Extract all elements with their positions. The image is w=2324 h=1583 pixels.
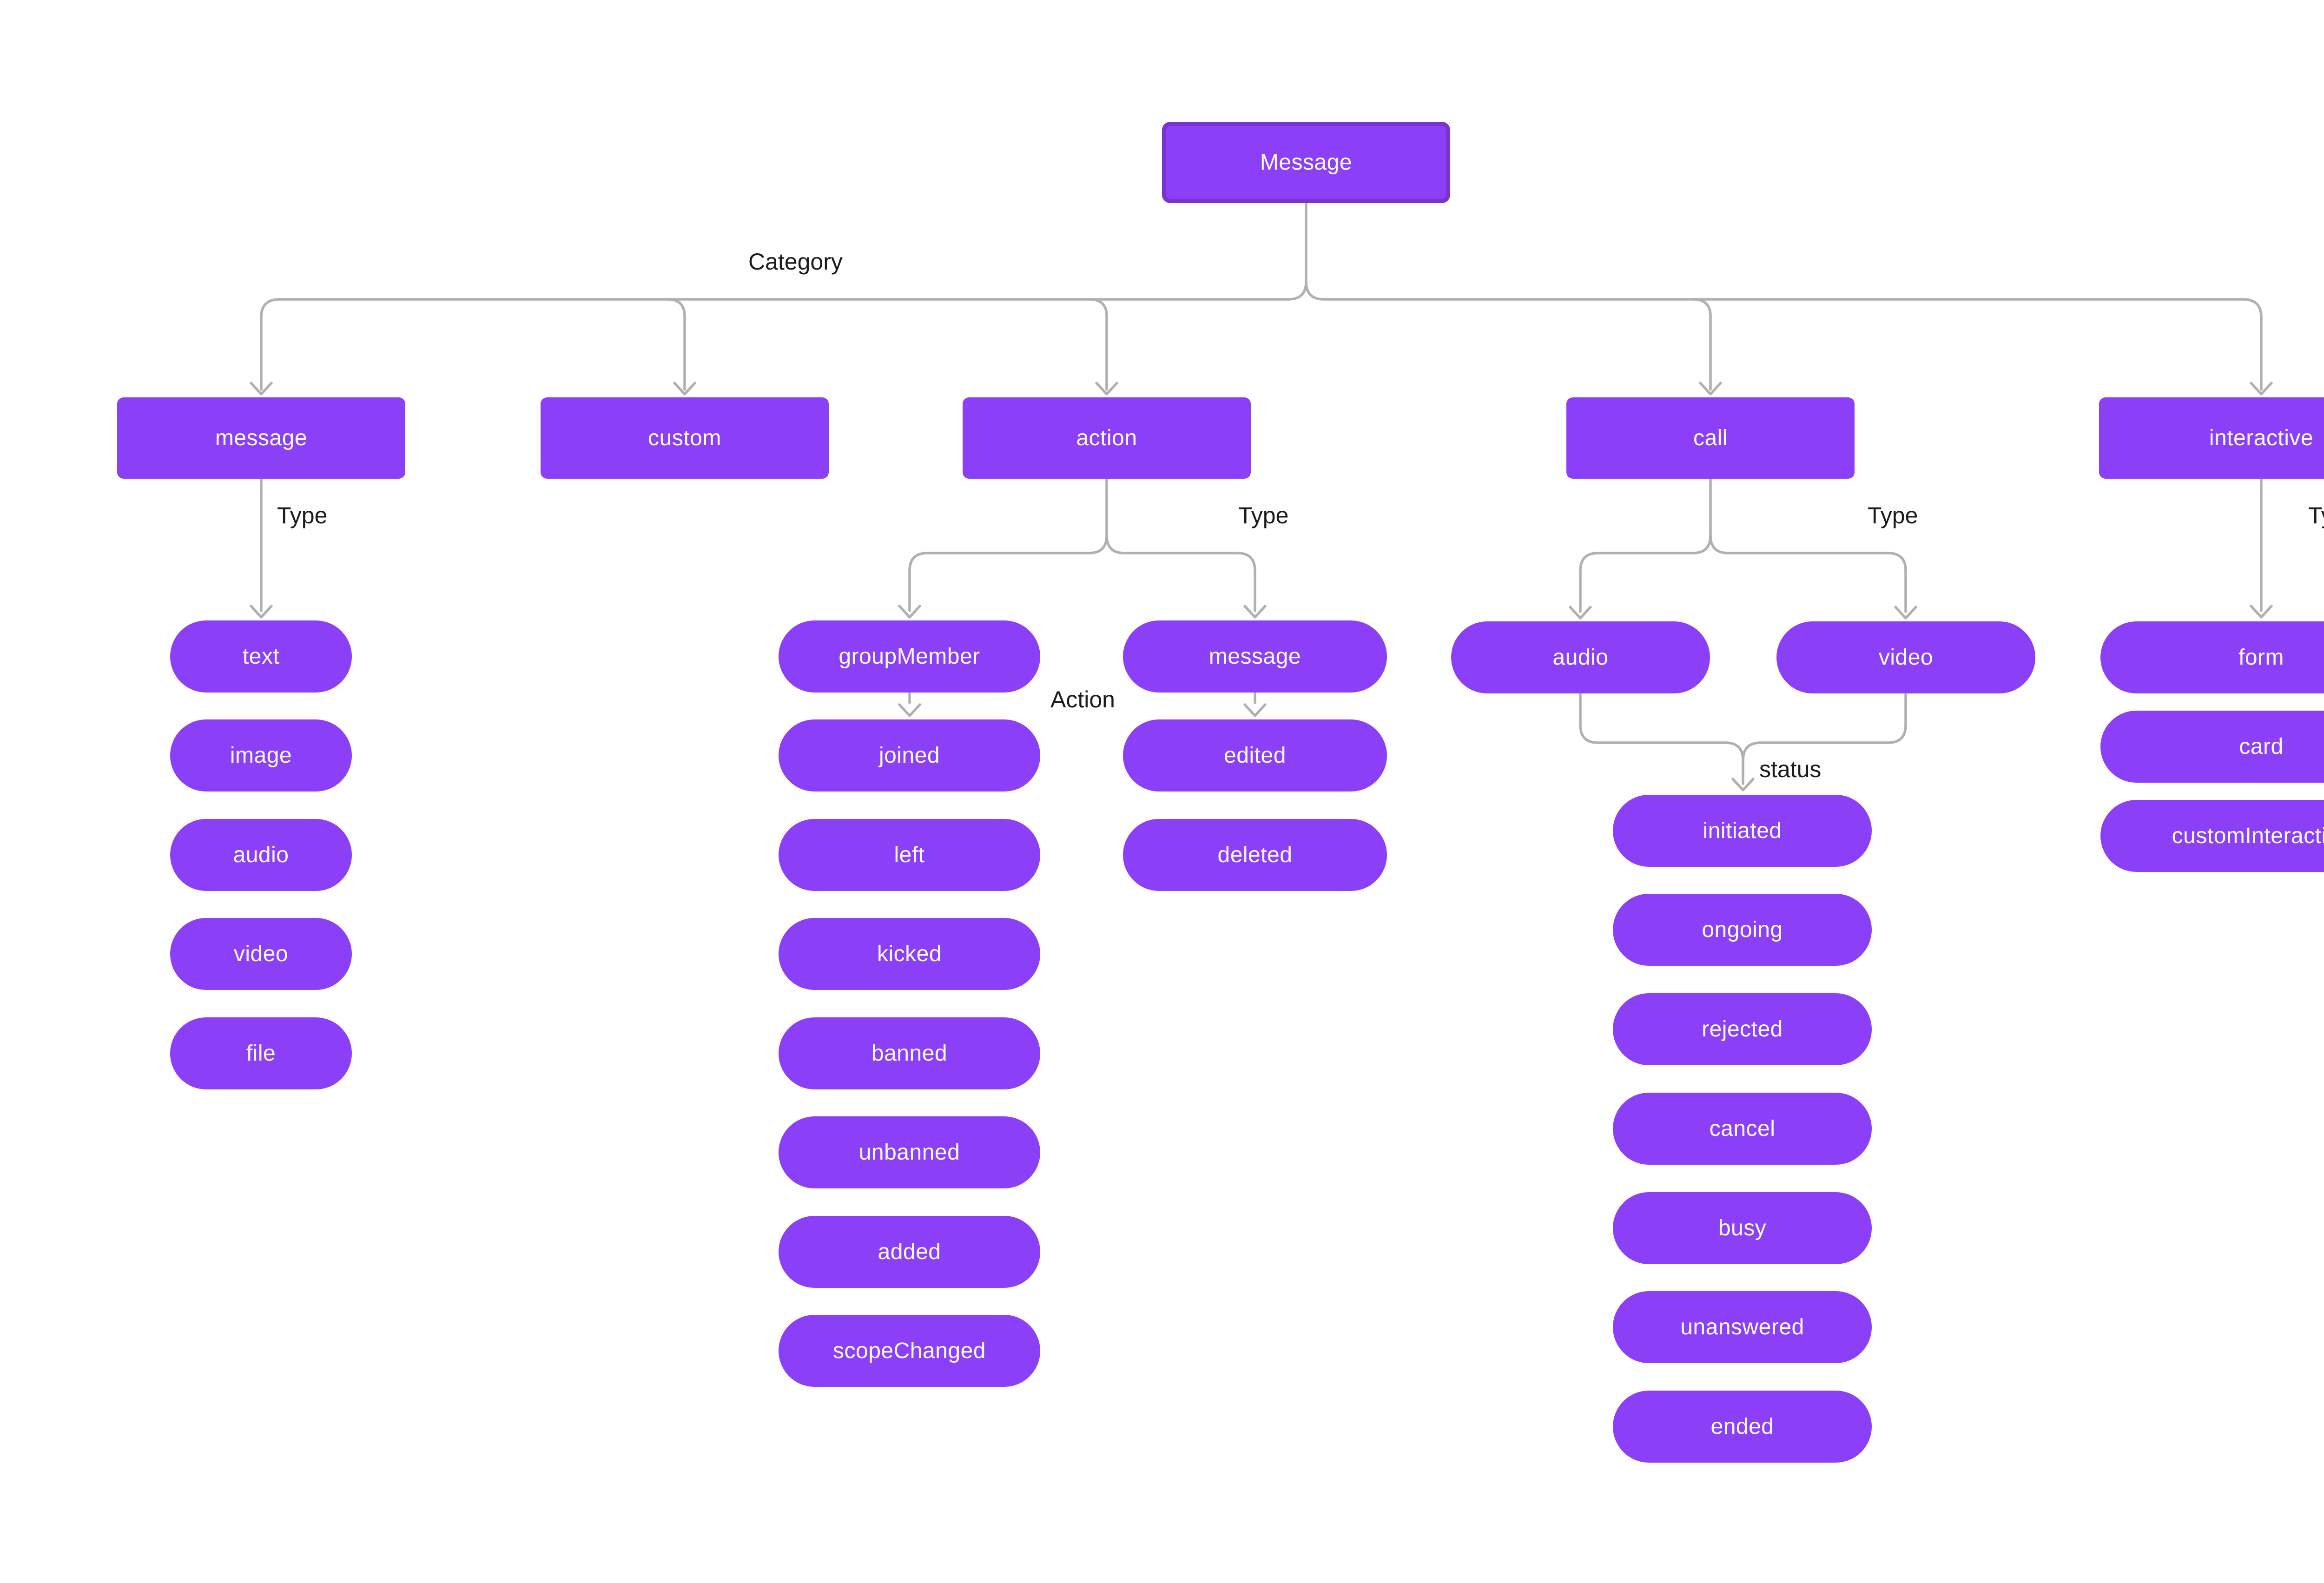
connector-drop-action (1088, 298, 1108, 391)
arrowhead-call-video (1894, 606, 1917, 620)
node-status-initiated: initiated (1613, 795, 1872, 867)
node-type-video: video (170, 918, 352, 990)
node-action-unbanned: unbanned (779, 1116, 1040, 1188)
node-type-image: image (170, 719, 352, 792)
node-action-scope-changed: scopeChanged (779, 1315, 1040, 1387)
node-int-form: form (2100, 621, 2324, 693)
node-action-deleted: deleted (1123, 819, 1387, 891)
connector-call-split-right (1709, 534, 1907, 613)
arrowhead-edited (1243, 703, 1267, 717)
edge-label-type-message: Type (277, 502, 328, 528)
connector-action-split-left (908, 477, 1108, 612)
arrowhead-action-message (1243, 605, 1267, 619)
node-status-ended: ended (1613, 1391, 1872, 1463)
arrowhead-group-member (898, 605, 921, 619)
arrowhead-joined (898, 703, 921, 717)
arrowhead-cat-message (250, 382, 273, 396)
node-root: Message (1162, 122, 1450, 203)
edge-label-type-call: Type (1868, 502, 1918, 528)
node-action-group-member: groupMember (779, 620, 1040, 693)
node-call-video: video (1776, 621, 2035, 693)
node-status-cancel: cancel (1613, 1093, 1872, 1165)
connector-drop-custom (666, 298, 686, 391)
node-int-custom-interactive: customInteractive (2100, 800, 2324, 872)
edge-label-category: Category (748, 249, 843, 275)
connector-root-rail-right (1305, 280, 2263, 391)
node-action-banned: banned (779, 1017, 1040, 1089)
arrowhead-cat-interactive (2250, 382, 2273, 396)
node-action-added: added (779, 1216, 1040, 1288)
arrowhead-call-audio (1569, 606, 1592, 620)
node-status-busy: busy (1613, 1192, 1872, 1264)
edge-label-type-interactive: Type (2308, 502, 2324, 528)
arrowhead-text (250, 605, 273, 619)
node-cat-custom: custom (541, 397, 829, 479)
node-status-unanswered: unanswered (1613, 1291, 1872, 1363)
node-int-card: card (2100, 711, 2324, 783)
arrowhead-cat-custom (673, 382, 696, 396)
node-type-text: text (170, 620, 352, 693)
connector-merge-video (1742, 693, 1907, 762)
node-call-audio: audio (1451, 621, 1710, 693)
node-action-left: left (779, 819, 1040, 891)
node-status-ongoing: ongoing (1613, 894, 1872, 966)
node-type-audio: audio (170, 819, 352, 891)
node-action-kicked: kicked (779, 918, 1040, 990)
arrowhead-form (2250, 605, 2273, 619)
node-action-message: message (1123, 620, 1387, 693)
node-cat-message: message (117, 397, 405, 479)
node-status-rejected: rejected (1613, 993, 1872, 1065)
connector-call-split-left (1579, 477, 1712, 613)
connector-merge-audio (1579, 693, 1744, 762)
arrowhead-initiated (1731, 778, 1755, 792)
edge-label-type-action: Type (1238, 502, 1289, 528)
node-action-edited: edited (1123, 719, 1387, 792)
node-cat-call: call (1566, 397, 1855, 479)
arrowhead-cat-action (1095, 382, 1118, 396)
connector-root-rail-left (260, 202, 1307, 391)
node-type-file: file (170, 1017, 352, 1089)
edge-label-status: status (1759, 756, 1822, 782)
connector-drop-call (1691, 298, 1712, 391)
edge-label-action: Action (1050, 686, 1115, 712)
node-action-joined: joined (779, 719, 1040, 792)
node-cat-interactive: interactive (2099, 397, 2324, 479)
arrowhead-cat-call (1699, 382, 1722, 396)
connector-action-split-right (1105, 534, 1256, 612)
node-cat-action: action (963, 397, 1251, 479)
